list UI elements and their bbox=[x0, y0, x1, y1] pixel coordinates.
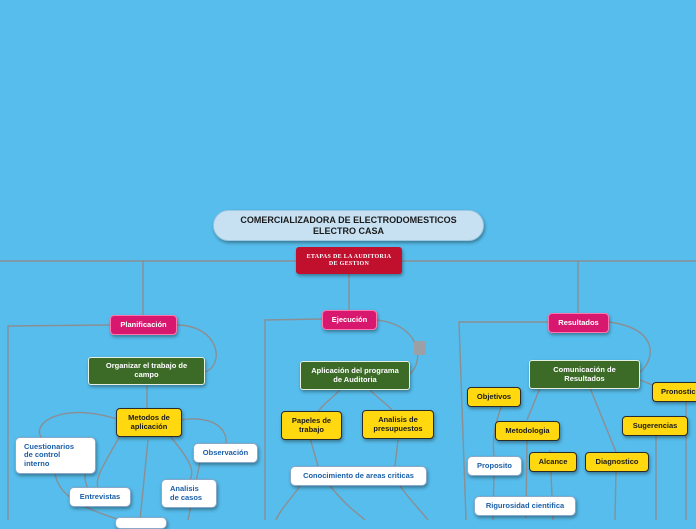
objetivos-label: Objetivos bbox=[476, 391, 512, 401]
pronostico-label: Pronostico bbox=[661, 386, 696, 396]
root-topic[interactable]: COMERCIALIZADORA DE ELECTRODOMESTICOS EL… bbox=[213, 210, 484, 241]
entrevistas-label: Entrevistas bbox=[79, 491, 121, 501]
metodologia-label: Metodologia bbox=[505, 425, 550, 435]
cuestionarios-label: Cuestionarios de control interno bbox=[24, 441, 75, 468]
aplicacion-node[interactable]: Aplicación del programa de Auditoria bbox=[300, 361, 410, 390]
branch-ejecucion-label: Ejecución bbox=[331, 314, 368, 324]
papeles-node[interactable]: Papeles de trabajo bbox=[281, 411, 342, 440]
stages-topic[interactable]: ETAPAS DE LA AUDITORIA DE GESTION bbox=[296, 247, 402, 274]
branch-planificacion[interactable]: Planificación bbox=[110, 315, 177, 335]
branch-resultados[interactable]: Resultados bbox=[548, 313, 609, 333]
analisis-casos-label: Analisis de casos bbox=[170, 483, 203, 502]
conocimiento-label: Conocimiento de areas criticas bbox=[303, 470, 414, 480]
observacion-label: Observación bbox=[202, 447, 249, 457]
diagnostico-node[interactable]: Diagnostico bbox=[585, 452, 649, 472]
proposito-node[interactable]: Proposito bbox=[467, 456, 522, 476]
sugerencias-label: Sugerencias bbox=[632, 420, 678, 430]
observacion-node[interactable]: Observación bbox=[193, 443, 258, 463]
branch-resultados-label: Resultados bbox=[558, 317, 599, 327]
papeles-label: Papeles de trabajo bbox=[291, 415, 332, 434]
conocimiento-node[interactable]: Conocimiento de areas criticas bbox=[290, 466, 427, 486]
cuestionarios-node[interactable]: Cuestionarios de control interno bbox=[15, 437, 96, 474]
pronostico-node[interactable]: Pronostico bbox=[652, 382, 696, 402]
metodos-node[interactable]: Metodos de aplicación bbox=[116, 408, 182, 437]
entrevistas-node[interactable]: Entrevistas bbox=[69, 487, 131, 507]
rigurosidad-label: Rigurosidad cientifica bbox=[485, 500, 565, 510]
sugerencias-node[interactable]: Sugerencias bbox=[622, 416, 688, 436]
objetivos-node[interactable]: Objetivos bbox=[467, 387, 521, 407]
presupuestos-label: Analisis de presupuestos bbox=[373, 414, 423, 433]
root-title: COMERCIALIZADORA DE ELECTRODOMESTICOS EL… bbox=[240, 215, 457, 236]
aplicacion-label: Aplicación del programa de Auditoria bbox=[311, 365, 399, 384]
proposito-label: Proposito bbox=[477, 460, 512, 470]
branch-planificacion-label: Planificación bbox=[120, 319, 167, 329]
collapse-handle[interactable] bbox=[414, 341, 426, 355]
diagnostico-label: Diagnostico bbox=[595, 456, 639, 466]
organizar-label: Organizar el trabajo de campo bbox=[105, 361, 188, 379]
comunicacion-label: Comunicación de Resultados bbox=[553, 364, 616, 383]
comunicacion-node[interactable]: Comunicación de Resultados bbox=[529, 360, 640, 389]
branch-ejecucion[interactable]: Ejecución bbox=[322, 310, 377, 330]
alcance-label: Alcance bbox=[538, 456, 568, 466]
metodos-label: Metodos de aplicación bbox=[128, 412, 170, 431]
rigurosidad-node[interactable]: Rigurosidad cientifica bbox=[474, 496, 576, 516]
organizar-node[interactable]: Organizar el trabajo de campo bbox=[88, 357, 205, 385]
partial-node[interactable] bbox=[115, 517, 167, 529]
metodologia-node[interactable]: Metodologia bbox=[495, 421, 560, 441]
alcance-node[interactable]: Alcance bbox=[529, 452, 577, 472]
stages-title: ETAPAS DE LA AUDITORIA DE GESTION bbox=[306, 253, 392, 267]
presupuestos-node[interactable]: Analisis de presupuestos bbox=[362, 410, 434, 439]
analisis-casos-node[interactable]: Analisis de casos bbox=[161, 479, 217, 508]
